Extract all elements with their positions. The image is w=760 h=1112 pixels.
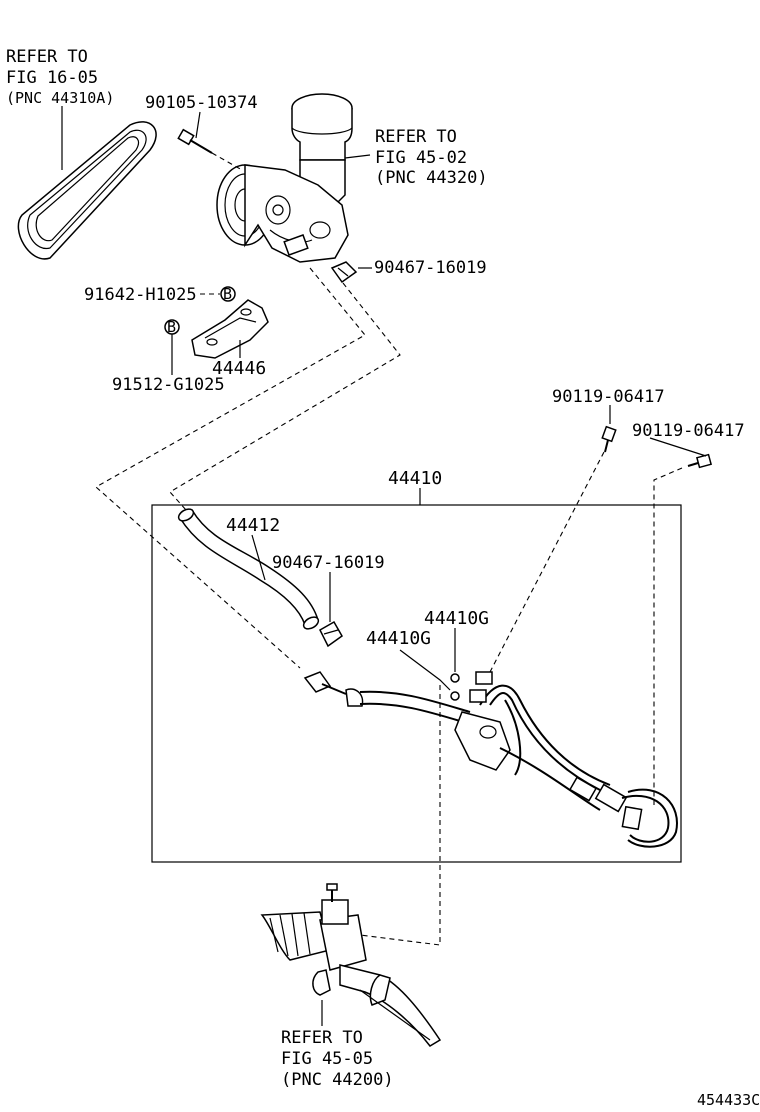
svg-text:REFER TO: REFER TO (6, 47, 88, 67)
pressure-line-drawing (303, 671, 678, 848)
ref-belt-label: REFER TO FIG 16-05 (PNC 44310A) (6, 47, 114, 107)
leader-gasket-2 (399, 649, 451, 691)
dash-pump-left (95, 267, 366, 669)
label-bolt-b2: 91512-G1025 (112, 375, 225, 395)
label-gasket-1: 44410G (424, 608, 489, 629)
svg-text:REFER TO: REFER TO (375, 127, 457, 147)
union-bolt-1-drawing (601, 425, 617, 453)
dash-to-gear (359, 685, 441, 946)
label-gasket-2: 44410G (366, 628, 431, 649)
leader-union-bolt-2 (649, 437, 707, 457)
ref-pump-label: REFER TO FIG 45-02 (PNC 44320) (375, 127, 488, 188)
svg-text:REFER TO: REFER TO (281, 1028, 363, 1048)
gasket-2-drawing (450, 691, 460, 701)
assembly-frame (151, 504, 682, 863)
svg-text:FIG 45-02: FIG 45-02 (375, 148, 467, 168)
label-union-bolt-1: 90119-06417 (552, 387, 665, 407)
svg-text:FIG 45-05: FIG 45-05 (281, 1049, 373, 1069)
svg-text:(PNC 44320): (PNC 44320) (375, 168, 488, 188)
union-bolt-2-drawing (687, 453, 713, 469)
power-steering-pump-drawing (216, 93, 353, 263)
ref-gear-label: REFER TO FIG 45-05 (PNC 44200) (281, 1028, 394, 1090)
svg-text:FIG 16-05: FIG 16-05 (6, 68, 98, 88)
label-union-bolt-2: 90119-06417 (632, 421, 745, 441)
gasket-1-drawing (450, 673, 460, 683)
steering-gear-drawing (260, 883, 442, 1047)
label-bracket: 44446 (212, 358, 266, 379)
leader-ref-pump (344, 154, 371, 159)
dash-union-bolt-2 (653, 467, 683, 805)
marker-b-left: B (164, 318, 180, 336)
svg-text:(PNC 44310A): (PNC 44310A) (6, 89, 114, 107)
svg-text:B: B (223, 285, 232, 303)
v-belt-drawing (17, 121, 157, 260)
clip-top-drawing (330, 261, 358, 284)
dash-union-bolt-1 (489, 451, 605, 673)
label-bolt-b: 91642-H1025 (84, 285, 197, 305)
label-clip-top: 90467-16019 (374, 258, 487, 278)
svg-text:B: B (167, 318, 176, 336)
bracket-drawing (191, 299, 269, 359)
leader-return-hose (251, 534, 266, 581)
return-hose-drawing (177, 508, 320, 630)
marker-b-top: B (220, 285, 236, 303)
clip-inner-drawing (319, 620, 343, 648)
leader-bolt-pump (195, 111, 201, 139)
svg-text:(PNC 44200): (PNC 44200) (281, 1070, 394, 1090)
bolt-pump-drawing (177, 128, 243, 171)
diagram-code: 454433C (697, 1091, 760, 1109)
label-bolt-pump: 90105-10374 (145, 93, 258, 113)
label-return-hose: 44412 (226, 515, 280, 536)
label-clip-inner: 90467-16019 (272, 553, 385, 573)
label-assembly: 44410 (388, 468, 442, 489)
dash-pump-right (169, 282, 401, 511)
